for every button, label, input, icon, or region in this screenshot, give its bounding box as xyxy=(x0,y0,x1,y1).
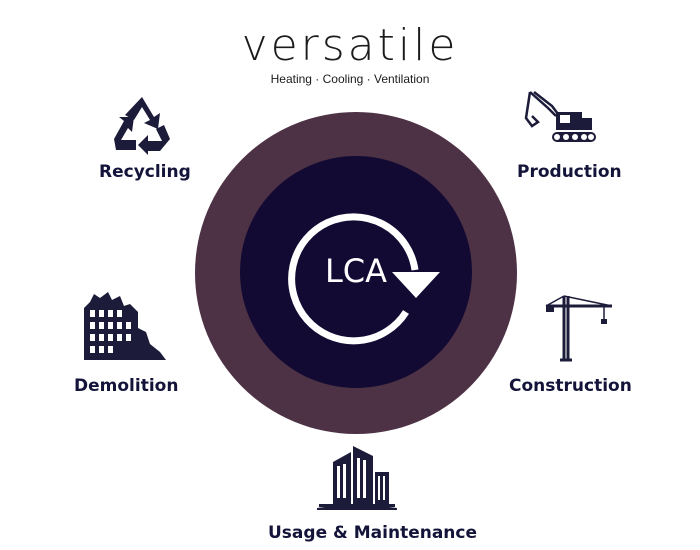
demolished-building-icon xyxy=(84,292,166,360)
logo-tagline: Heating · Cooling · Ventilation xyxy=(270,72,430,86)
cycle-arrow-icon xyxy=(288,213,440,345)
brand-logo: versatile Heating · Cooling · Ventilatio… xyxy=(230,20,470,87)
recycle-icon xyxy=(114,97,170,155)
stage-label-production: Production xyxy=(517,162,622,182)
stage-label-recycling: Recycling xyxy=(99,162,191,182)
stage-label-usage: Usage & Maintenance xyxy=(268,523,478,543)
building-icon xyxy=(317,446,397,510)
stage-label-demolition: Demolition xyxy=(74,376,179,396)
lca-label: LCA xyxy=(324,252,388,290)
excavator-icon xyxy=(524,91,596,142)
stage-label-construction: Construction xyxy=(509,376,632,396)
crane-icon xyxy=(545,295,613,362)
logo-wordmark: versatile xyxy=(241,20,459,71)
